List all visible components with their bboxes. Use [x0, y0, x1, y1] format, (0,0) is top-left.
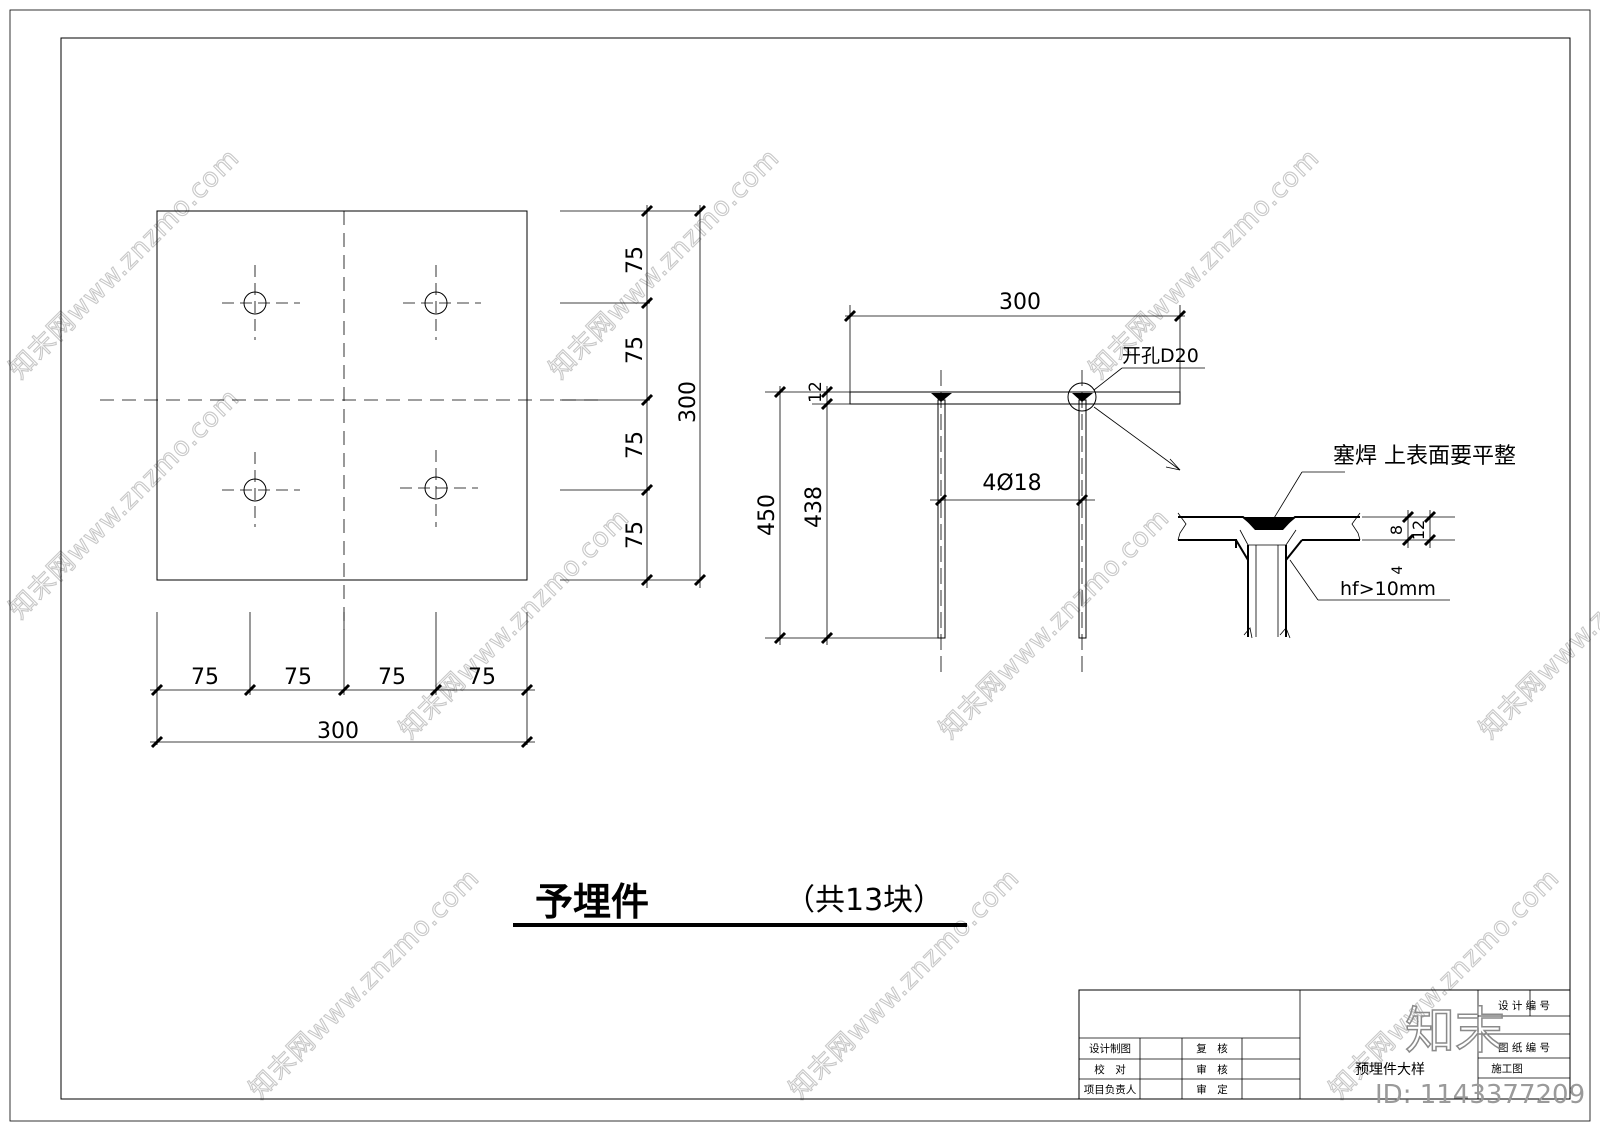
sheet-border	[9, 9, 1591, 1122]
watermark-logo-text: 知末	[1405, 1002, 1505, 1060]
watermark-pattern: 知末网www.znzmo.com 知末网www.znzmo.com 知末网www…	[3, 143, 1600, 1106]
dim-plate-thickness: 12	[806, 381, 826, 403]
watermark-text: 知末网www.znzmo.com	[4, 143, 246, 385]
tb-check: 校 对	[1094, 1063, 1126, 1076]
detail-circle	[1067, 382, 1097, 412]
drawing-frame	[60, 37, 1571, 1100]
title-block: 设计制图 校 对 项目负责人 复 核 审 核 审 定 预埋件大样 设 计 编 号…	[1078, 989, 1571, 1100]
watermark-text: 知末网www.znzmo.com	[934, 503, 1176, 745]
watermark-text: 知末网www.znzmo.com	[244, 863, 486, 1105]
tb-design-no: 设 计 编 号	[1498, 999, 1550, 1012]
hole	[222, 452, 300, 527]
weld-note: 塞焊 上表面要平整	[1333, 444, 1516, 469]
dim-v-4: 75	[623, 521, 648, 549]
dim-h-2: 75	[284, 665, 312, 690]
drawing-title: 予埋件 （共13块）	[513, 880, 967, 927]
hole	[400, 450, 478, 527]
hole	[403, 265, 481, 340]
dim-v-2: 75	[623, 336, 648, 364]
tb-review1: 复 核	[1196, 1042, 1228, 1055]
dim-8: 8	[1387, 525, 1406, 535]
dim-4: 4	[1390, 565, 1406, 574]
tb-drawing-no: 图 纸 编 号	[1498, 1041, 1550, 1054]
dim-v-total: 300	[676, 381, 701, 423]
plan-view: 75 75 75 75 300 75 75 75 75 300	[100, 204, 707, 749]
tb-approve: 审 定	[1196, 1083, 1228, 1096]
dim-h-3: 75	[378, 665, 406, 690]
dim-v-1: 75	[623, 246, 648, 274]
watermark-text: 知末网www.znzmo.com	[1474, 503, 1600, 745]
watermark-text: 知末网www.znzmo.com	[4, 383, 246, 625]
weld-mark	[1072, 393, 1093, 402]
weld-size-label: hf>10mm	[1340, 578, 1436, 600]
watermark-text: 知末网www.znzmo.com	[394, 503, 636, 745]
watermark-id: ID: 1143377209	[1375, 1080, 1585, 1110]
bar-label: 4Ø18	[982, 471, 1041, 496]
tb-review2: 审 核	[1196, 1063, 1228, 1076]
dim-h-total: 300	[317, 719, 359, 744]
tb-drawing-name: 预埋件大样	[1355, 1062, 1425, 1078]
dim-top: 300	[999, 290, 1041, 315]
dim-h-4: 75	[468, 665, 496, 690]
hole-label: 开孔D20	[1122, 345, 1199, 367]
title-main: 予埋件	[535, 880, 649, 924]
section-view: 300 开孔D20 12 450 438 4Ø18	[755, 290, 1205, 672]
watermark-logo: 知末 ID: 1143377209	[1375, 1001, 1585, 1110]
weld-mark	[931, 393, 952, 402]
embed-plate-outline	[156, 210, 528, 581]
dim-h-1: 75	[191, 665, 219, 690]
watermark-text: 知末网www.znzmo.com	[544, 143, 786, 385]
hole	[222, 265, 300, 340]
tb-project-lead: 项目负责人	[1084, 1083, 1137, 1096]
dim-12: 12	[1409, 520, 1428, 540]
weld-detail: 塞焊 上表面要平整 8 12 4 hf>10mm	[1177, 444, 1516, 639]
title-count: （共13块）	[785, 883, 943, 918]
watermark-text: 知末网www.znzmo.com	[1084, 143, 1326, 385]
anchor-bar	[937, 399, 946, 639]
detail-leader	[1093, 406, 1181, 471]
dim-bar-length: 438	[802, 486, 827, 528]
tb-design-drawing: 设计制图	[1089, 1042, 1131, 1055]
dim-v-3: 75	[623, 431, 648, 459]
plate-section	[849, 391, 1181, 405]
dim-total-height: 450	[755, 494, 780, 536]
tb-stage: 施工图	[1491, 1062, 1523, 1075]
